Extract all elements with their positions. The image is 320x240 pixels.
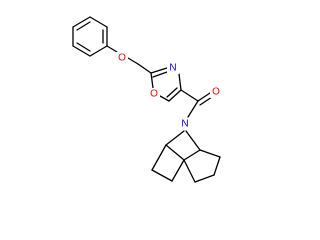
bond-oxazole-c4-c5-b: [166, 87, 178, 98]
bond-oxazole-c4-c5-a: [168, 89, 182, 102]
bond-oxazole-carbonyl: [180, 89, 199, 102]
oxazole-nitrogen-label: N: [169, 63, 176, 74]
bond-phenyl-5: [72, 45, 91, 57]
bond-oxazole-o1-c2: [150, 72, 154, 89]
ether-oxygen-label: O: [118, 53, 126, 64]
atom-labels: O N O O N: [116, 52, 222, 130]
bond-carbonyl-o-b: [199, 96, 213, 106]
bond-carbonyl-o-a: [197, 92, 211, 102]
bond-left-bridge-bottom: [151, 169, 173, 182]
bond-phenyl-oxygen: [106, 45, 118, 53]
bond-oxygen-ch2: [127, 57, 139, 65]
amide-nitrogen-label: N: [181, 119, 188, 130]
bond-phenyl-2: [89, 16, 108, 28]
bond-n-bridgehead-left: [165, 130, 185, 146]
bond-phenyl-4: [89, 45, 108, 57]
bond-left-bridge-end: [171, 159, 185, 182]
bond-carbonyl-n: [187, 100, 199, 118]
bond-oxazole-c2-n3-a: [150, 67, 168, 74]
bond-left-to-lower-bridge: [165, 144, 185, 161]
molecule-structure: O N O O N: [72, 16, 222, 183]
bond-oxazole-c5-o1: [159, 95, 170, 102]
bond-phenyl-inner-3: [76, 42, 91, 52]
bond-right-ring-3: [194, 174, 215, 183]
bond-oxazole-n3-c4: [178, 73, 182, 91]
bond-n-bridgehead-right: [185, 130, 201, 151]
bond-phenyl-inner-1: [76, 21, 91, 31]
bond-ch2-oxazole: [137, 63, 152, 74]
bond-lower-bridge-right: [183, 149, 201, 161]
bonds: [72, 16, 221, 183]
oxazole-oxygen-label: O: [150, 89, 158, 100]
carbonyl-oxygen-label: O: [212, 87, 220, 98]
bond-oxazole-c2-n3-b: [152, 71, 168, 78]
bond-right-ring-1: [199, 149, 221, 158]
bond-phenyl-1: [72, 16, 91, 28]
molecule-canvas: O N O O N: [72, 16, 222, 183]
bond-right-ring-4: [183, 159, 196, 183]
bond-left-bridge-top: [151, 144, 167, 171]
bond-right-ring-2: [213, 156, 221, 176]
